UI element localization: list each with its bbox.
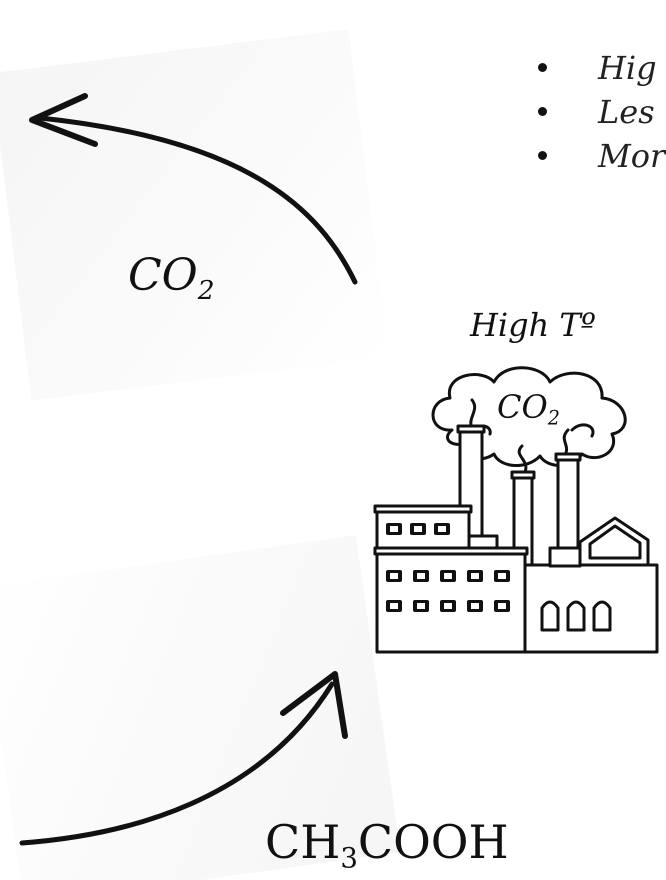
high-temperature-label: High Tº (470, 306, 596, 344)
factory-icon (373, 366, 659, 654)
bullet-item: Mor (536, 134, 665, 178)
bullet-item: Hig (536, 46, 665, 90)
bullet-item: Les (536, 90, 665, 134)
smoke-co2-label: CO2 (497, 388, 560, 430)
acetic-acid-label: CH3COOH (265, 815, 509, 875)
bullet-list: Hig Les Mor (536, 46, 665, 178)
curved-arrow-top-icon (29, 93, 358, 285)
curved-arrow-bottom-icon (19, 671, 348, 846)
co2-label: CO2 (128, 250, 215, 307)
